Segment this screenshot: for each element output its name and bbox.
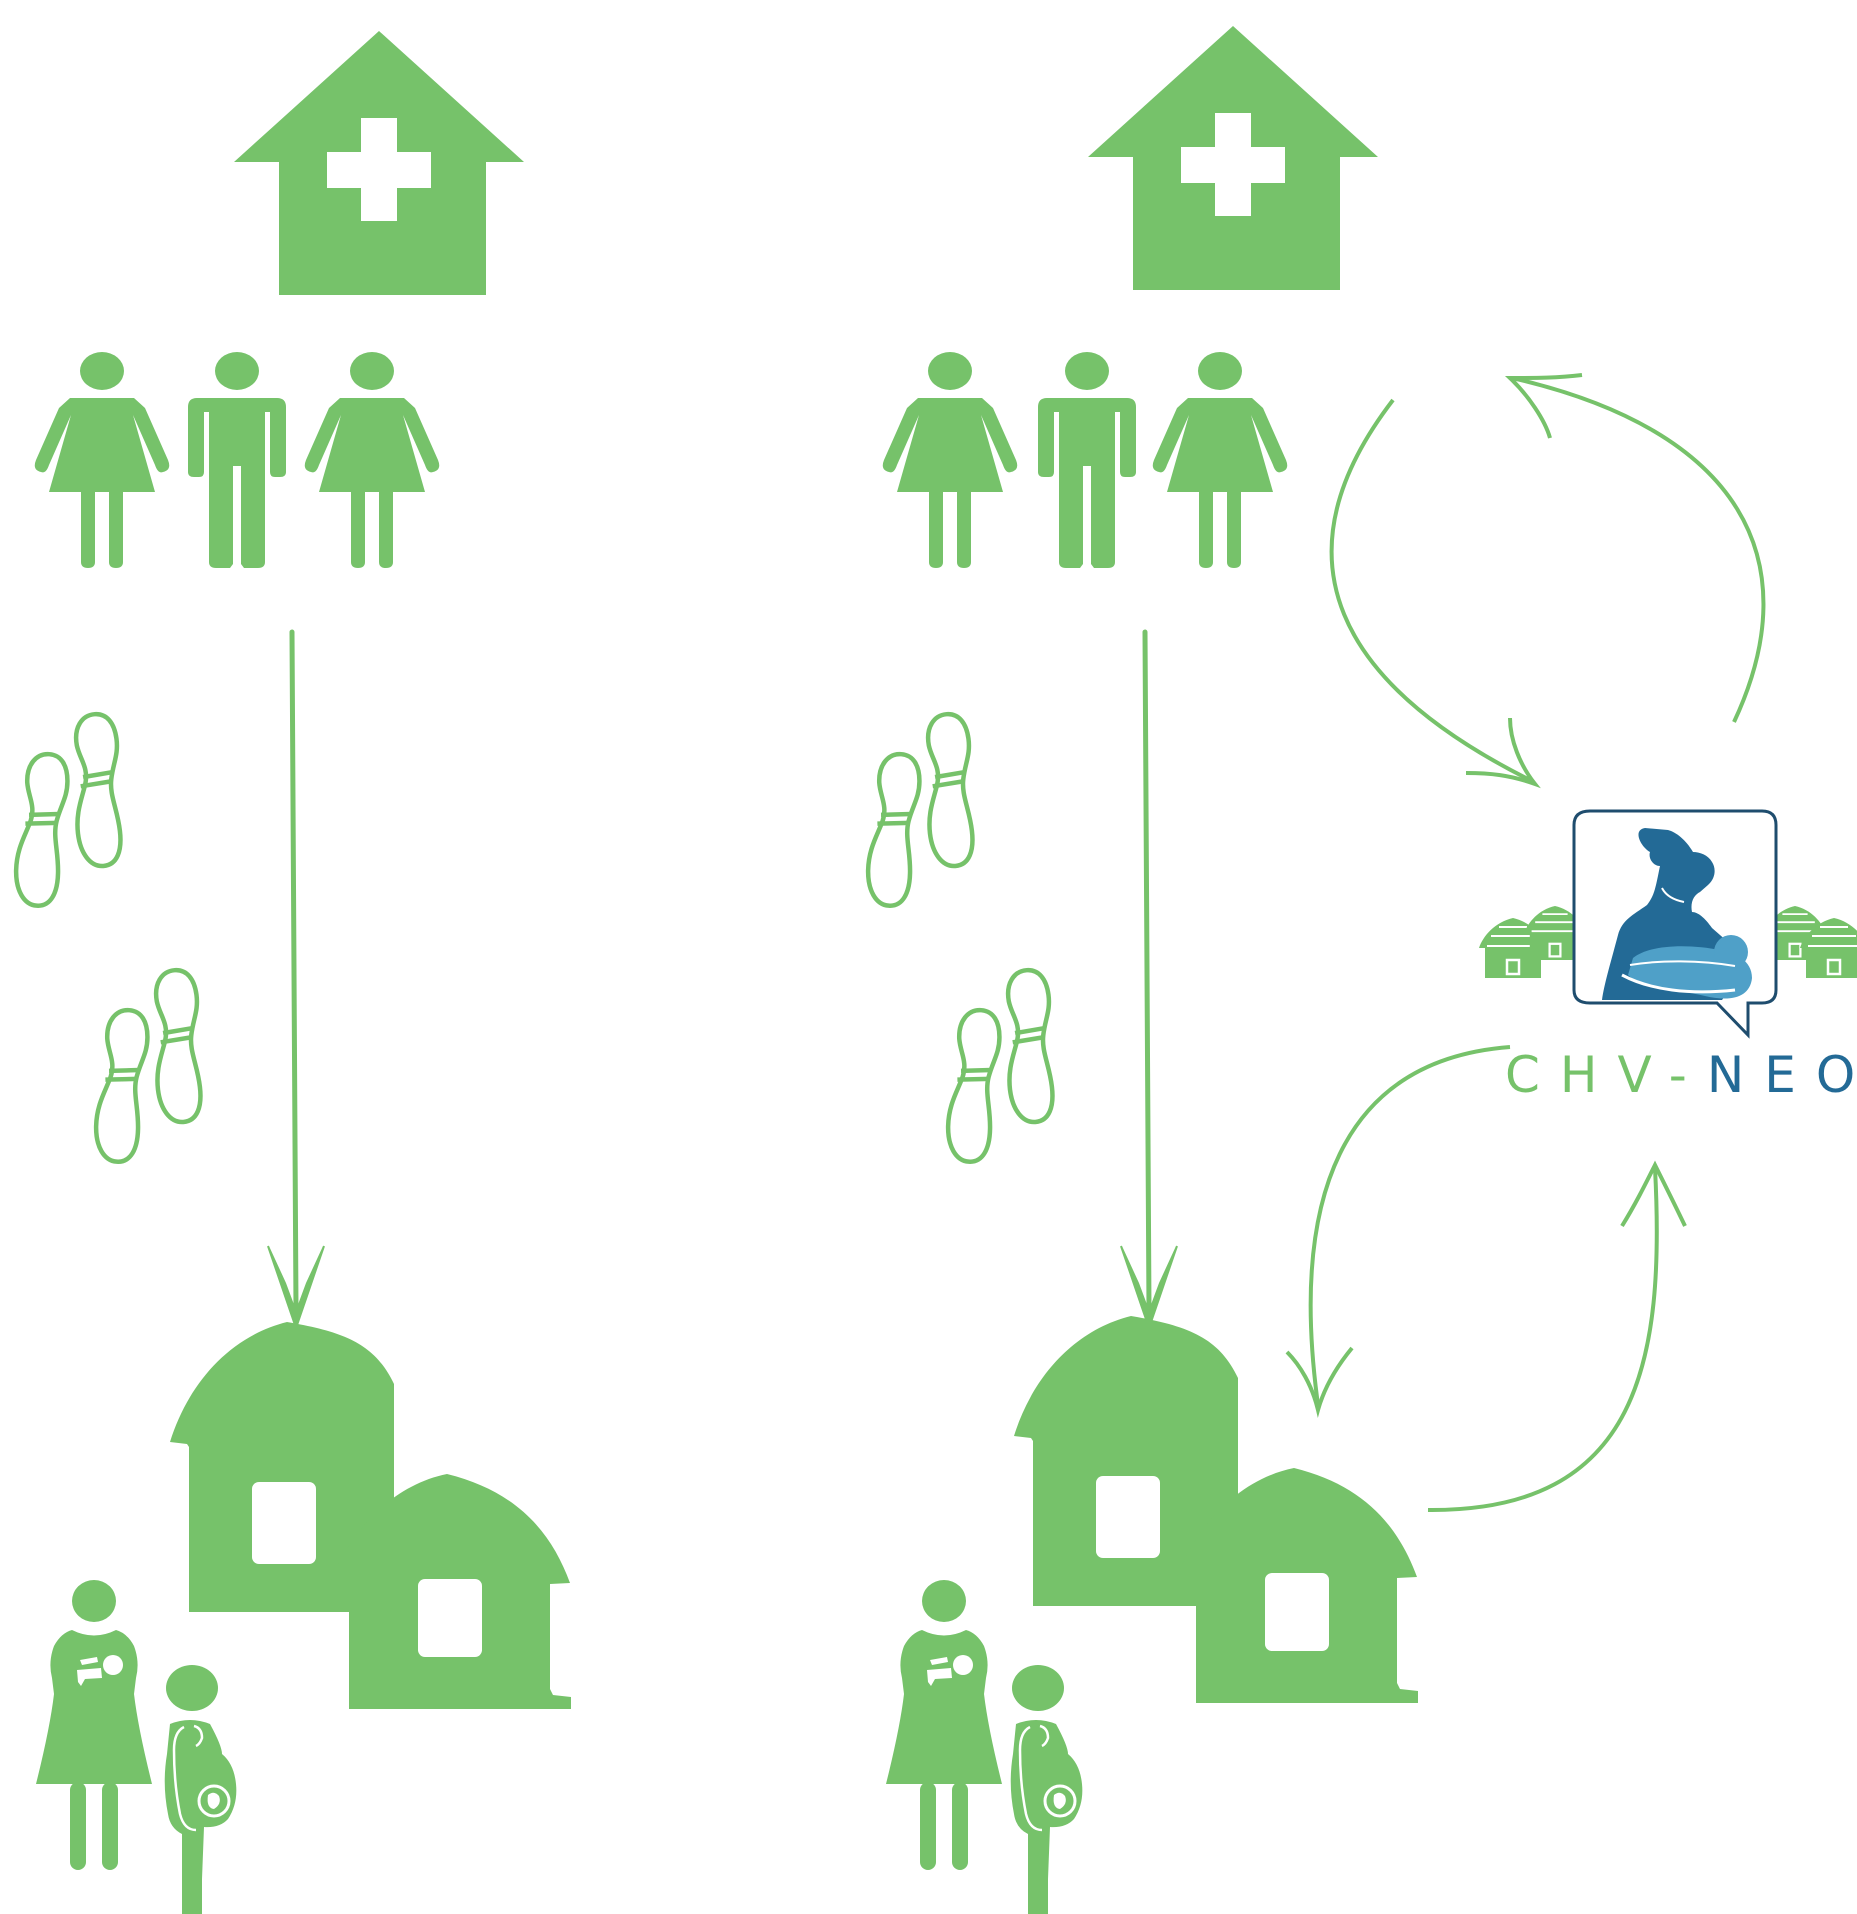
mother-and-pregnant-woman-icon	[36, 1580, 238, 1914]
homestead-huts-icon	[170, 1322, 571, 1709]
mother-and-pregnant-woman-icon	[886, 1580, 1084, 1914]
curved-arrow-app-to-community	[1285, 1045, 1511, 1418]
chv-neo-logo: CHV-NEO	[1477, 809, 1857, 1104]
curved-arrow-app-to-facility	[1504, 373, 1766, 723]
mother-breastfeeding-icon	[1602, 828, 1752, 1000]
homestead-huts-icon	[1014, 1316, 1418, 1703]
health-workers-icon	[882, 352, 1288, 568]
health-facility-icon	[1088, 26, 1378, 290]
curved-arrow-community-to-app	[1427, 1160, 1687, 1513]
left-panel	[14, 31, 571, 1914]
logo-text-chv: CHV-	[1505, 1046, 1707, 1104]
visit-arrow	[267, 629, 325, 1329]
curved-arrow-facility-to-app	[1329, 398, 1541, 789]
visit-arrow	[1120, 629, 1178, 1329]
footprints-icon	[866, 713, 1058, 1163]
health-facility-icon	[234, 31, 524, 295]
right-panel: CHV-NEO	[866, 26, 1857, 1914]
logo-text-neo: NEO	[1707, 1046, 1857, 1104]
logo-text: CHV-NEO	[1505, 1046, 1857, 1104]
health-workers-icon	[34, 352, 440, 568]
footprints-icon	[14, 713, 206, 1163]
